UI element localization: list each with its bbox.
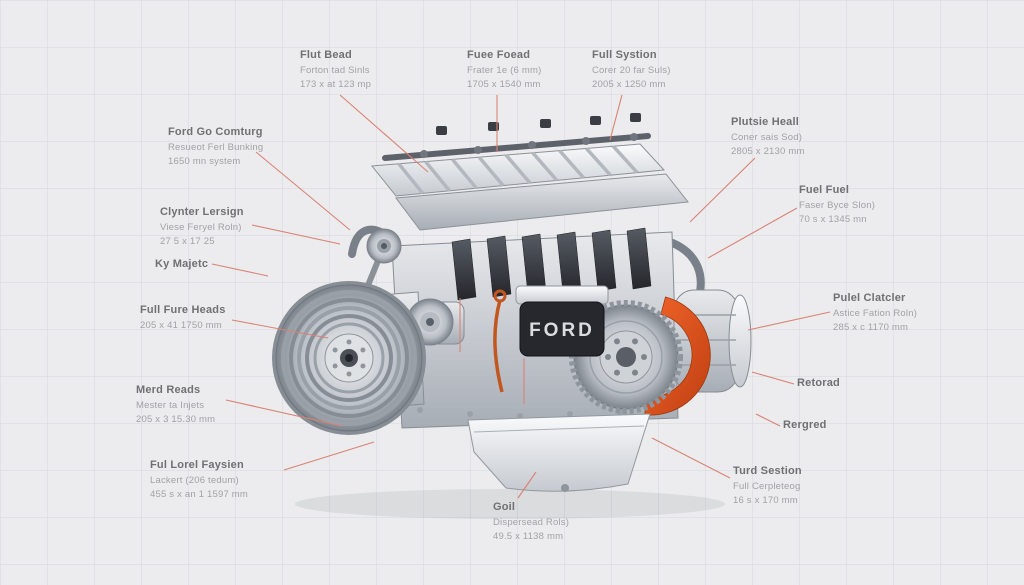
- callout-clynter-lersign: Clynter Lersign Viese Feryel Roln) 27 5 …: [160, 205, 244, 248]
- callout-sub: Astice Fation Roln): [833, 307, 918, 319]
- valve-cover-lower: [395, 173, 689, 231]
- intake-runners: [451, 227, 652, 301]
- callout-sub: 49.5 x 1138 mm: [493, 530, 564, 542]
- leader-full-systion: [609, 94, 623, 141]
- callout-sub: 205 x 3 15.30 mm: [136, 413, 216, 425]
- callout-title: Full Fure Heads: [140, 304, 226, 316]
- leader-pulel-clatcler: [747, 311, 831, 331]
- callout-fuel-fuel: Fuel Fuel Faser Byce Slon) 70 s x 1345 m…: [799, 183, 875, 226]
- leader-turd-sestion: [651, 437, 731, 479]
- leader-full-fure-heads: [231, 319, 329, 339]
- callout-title: Retorad: [797, 377, 840, 389]
- fuel-rail: [382, 113, 651, 161]
- leader-merd-reads: [225, 399, 343, 427]
- callout-title: Turd Sestion: [733, 465, 802, 477]
- callout-sub: Dispersead Rols): [493, 516, 570, 528]
- callout-title: Plutsie Heall: [731, 116, 800, 128]
- callout-retorad: Retorad: [797, 376, 840, 392]
- callout-ky-majetc: Ky Majetc: [155, 257, 208, 273]
- callout-full-systion: Full Systion Corer 20 far Suls) 2005 x 1…: [592, 48, 671, 91]
- callout-pulel-clatcler: Pulel Clatcler Astice Fation Roln) 285 x…: [833, 291, 917, 334]
- dipstick: [493, 289, 507, 393]
- callout-title: Ky Majetc: [155, 258, 209, 270]
- callout-sub: 27 5 x 17 25: [160, 235, 215, 247]
- callout-rergred: Rergred: [783, 418, 827, 434]
- callout-sub: 2005 x 1250 mm: [592, 78, 666, 90]
- callout-sub: 205 x 41 1750 mm: [140, 319, 222, 331]
- callout-sub: Lackert (206 tedum): [150, 474, 239, 486]
- callout-title: Fuee Foead: [467, 49, 531, 61]
- leader-rergred: [755, 413, 781, 427]
- ford-badge-text: FORD: [529, 320, 595, 341]
- callout-ford-go-comturg: Ford Go Comturg Resueot Ferl Bunking 165…: [168, 125, 263, 168]
- callout-merd-reads: Merd Reads Mester ta Injets 205 x 3 15.3…: [136, 383, 215, 426]
- leader-flut-bead: [339, 94, 429, 173]
- callout-title: Goil: [493, 501, 516, 513]
- callout-goil: Goil Dispersead Rols) 49.5 x 1138 mm: [493, 500, 569, 543]
- leader-goil: [517, 471, 537, 499]
- callout-full-fure-heads: Full Fure Heads 205 x 41 1750 mm: [140, 303, 226, 333]
- callout-sub: Faser Byce Slon): [799, 199, 876, 211]
- ford-badge: FORD: [515, 285, 609, 357]
- leader-ful-lorel-faysien: [283, 441, 375, 471]
- callout-title: Fuel Fuel: [799, 184, 850, 196]
- callout-sub: Resueot Ferl Bunking: [168, 141, 264, 153]
- callout-sub: 16 s x 170 mm: [733, 494, 798, 506]
- callout-sub: Mester ta Injets: [136, 399, 205, 411]
- callout-fuee-foead: Fuee Foead Frater 1e (6 mm) 1705 x 1540 …: [467, 48, 541, 91]
- callout-title: Ful Lorel Faysien: [150, 459, 244, 471]
- leader-ford-go-comturg: [255, 151, 351, 231]
- leader-retorad: [751, 371, 795, 385]
- callout-title: Clynter Lersign: [160, 206, 244, 218]
- callout-sub: Coner sais Sod): [731, 131, 803, 143]
- callout-title: Ford Go Comturg: [168, 126, 263, 138]
- callout-sub: 173 x at 123 mp: [300, 78, 372, 90]
- leader-clynter-lersign: [251, 224, 341, 245]
- crank-pulley: [272, 281, 426, 435]
- callout-sub: 455 s x an 1 1597 mm: [150, 488, 248, 500]
- leader-ky-majetc: [211, 263, 269, 277]
- callout-turd-sestion: Turd Sestion Full Cerpleteog 16 s x 170 …: [733, 464, 802, 507]
- callout-sub: 1705 x 1540 mm: [467, 78, 541, 90]
- callout-title: Full Systion: [592, 49, 657, 61]
- callout-sub: 70 s x 1345 mn: [799, 213, 867, 225]
- leader-fuel-fuel: [707, 207, 798, 259]
- ground-shadow: [295, 489, 725, 519]
- callout-sub: Forton tad Sinls: [300, 64, 370, 76]
- callout-title: Merd Reads: [136, 384, 201, 396]
- callout-title: Flut Bead: [300, 49, 352, 61]
- leader-plutsie-heall: [689, 157, 756, 223]
- callout-sub: Frater 1e (6 mm): [467, 64, 542, 76]
- callout-title: Pulel Clatcler: [833, 292, 906, 304]
- callout-sub: Corer 20 far Suls): [592, 64, 671, 76]
- callout-sub: Full Cerpleteog: [733, 480, 801, 492]
- valve-cover-upper: [371, 143, 666, 197]
- callout-sub: Viese Feryel Roln): [160, 221, 242, 233]
- callout-sub: 2805 x 2130 mm: [731, 145, 805, 157]
- callout-sub: 1650 mn system: [168, 155, 241, 167]
- callout-sub: 285 x c 1170 mm: [833, 321, 909, 333]
- callout-title: Rergred: [783, 419, 827, 431]
- callout-flut-bead: Flut Bead Forton tad Sinls 173 x at 123 …: [300, 48, 371, 91]
- callout-plutsie-heall: Plutsie Heall Coner sais Sod) 2805 x 213…: [731, 115, 805, 158]
- oil-pan: [467, 413, 651, 492]
- callout-ful-lorel-faysien: Ful Lorel Faysien Lackert (206 tedum) 45…: [150, 458, 248, 501]
